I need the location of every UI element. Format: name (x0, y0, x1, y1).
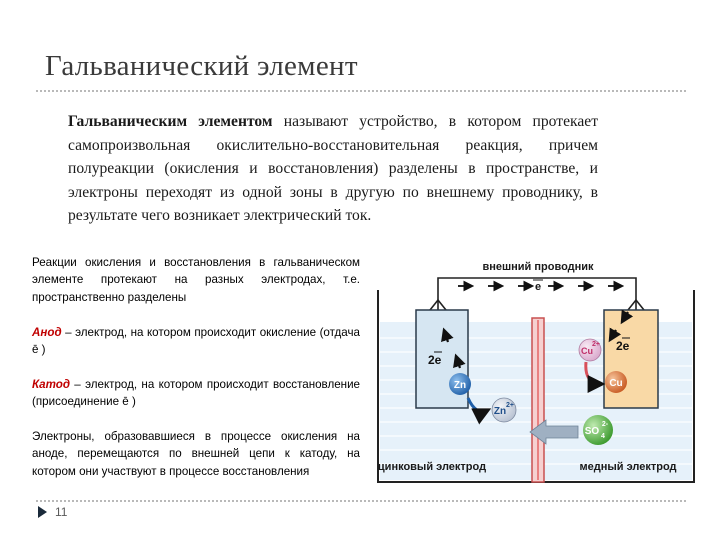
anode-text: – электрод, на котором происходит окисле… (32, 325, 360, 357)
zn-ion-charge: 2+ (506, 402, 514, 409)
notes-block: Реакции окисления и восстановления в гал… (32, 254, 360, 498)
sulfate-ion (583, 415, 613, 445)
galvanic-cell-diagram: внешний проводник e 2e Zn Zn 2+ SO 4 2- … (377, 261, 695, 483)
sulfate-charge: 2- (602, 421, 609, 428)
cu-ion-label: Cu (581, 346, 593, 356)
wire-electron-label: e (535, 281, 541, 293)
copper-electrons-label: 2e (616, 339, 630, 353)
zn-label: Zn (454, 380, 466, 391)
sulfate-subscript: 4 (601, 433, 605, 440)
definition-text: Гальваническим элементом называют устрой… (68, 110, 598, 228)
definition-body: называют устройство, в котором протекает… (68, 113, 599, 225)
cu-ion-charge: 2+ (592, 341, 600, 348)
external-conductor-label: внешний проводник (482, 261, 594, 273)
wire (437, 277, 637, 310)
bottom-divider (36, 500, 686, 502)
cathode-term: Катод (32, 377, 70, 391)
top-divider (36, 90, 686, 92)
notes-paragraph-4: Электроны, образовавшиеся в процессе оки… (32, 430, 360, 478)
zn-ion-label: Zn (494, 406, 506, 417)
page-title: Гальванический элемент (45, 50, 358, 82)
copper-electrode (603, 309, 659, 409)
anode-definition: Анод – электрод, на котором происходит о… (32, 324, 360, 359)
anode-term: Анод (32, 325, 62, 339)
cathode-definition: Катод – электрод, на котором происходит … (32, 376, 360, 411)
slide-number: 11 (55, 505, 68, 519)
slide-footer: 11 (38, 505, 67, 519)
ion-migration-arrow (529, 419, 579, 445)
zinc-electrode-label: цинковый электрод (378, 461, 486, 473)
zn-ion (491, 397, 517, 423)
play-icon (38, 506, 47, 518)
zn-atom (449, 373, 471, 395)
definition-term: Гальваническим элементом (68, 113, 273, 130)
sulfate-label: SO (585, 426, 600, 437)
cu-ion (578, 338, 602, 362)
cu-label: Cu (609, 378, 622, 389)
notes-paragraph-1: Реакции окисления и восстановления в гал… (32, 256, 360, 304)
cu-atom (605, 371, 627, 393)
copper-electrode-label: медный электрод (579, 461, 676, 473)
zinc-electrons-label: 2e (428, 353, 442, 367)
cathode-text: – электрод, на котором происходит восста… (32, 377, 360, 409)
